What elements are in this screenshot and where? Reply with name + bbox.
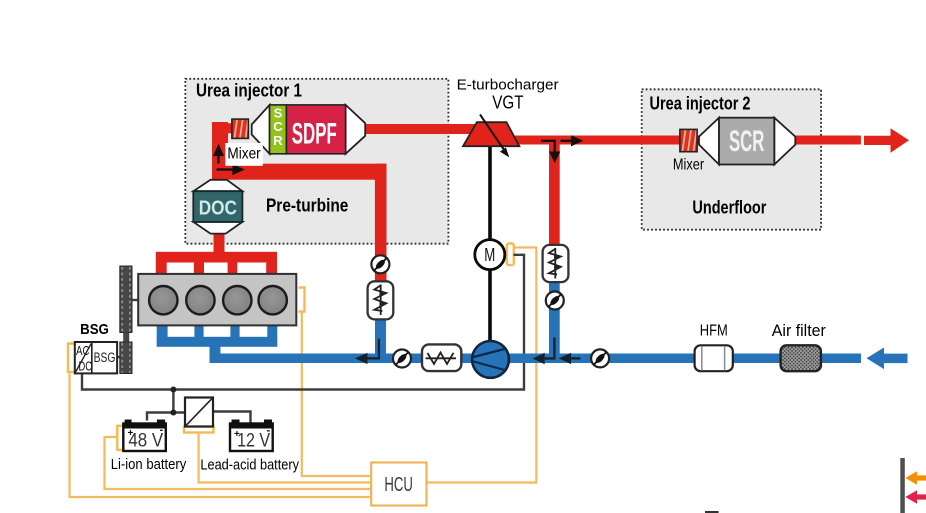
- svg-text:SDPF: SDPF: [292, 118, 337, 151]
- svg-text:HFM: HFM: [700, 323, 728, 340]
- svg-text:+: +: [128, 428, 134, 439]
- svg-text:Lead-acid battery: Lead-acid battery: [200, 457, 299, 474]
- svg-text:E-turbocharger: E-turbocharger: [457, 77, 559, 94]
- svg-text:Pre-turbine: Pre-turbine: [266, 196, 348, 216]
- svg-text:-: -: [267, 425, 271, 437]
- svg-text:M: M: [484, 245, 495, 265]
- svg-text:DC: DC: [79, 359, 93, 374]
- svg-text:-: -: [160, 424, 164, 436]
- svg-text:Underfloor: Underfloor: [692, 198, 766, 218]
- svg-text:BSG: BSG: [94, 350, 116, 365]
- svg-text:C: C: [273, 119, 283, 134]
- svg-text:HCU: HCU: [384, 474, 413, 496]
- svg-text:DOC: DOC: [199, 198, 237, 220]
- svg-text:12 V: 12 V: [237, 431, 270, 452]
- svg-text:R: R: [273, 133, 283, 148]
- svg-text:Li-ion battery: Li-ion battery: [111, 456, 187, 473]
- svg-text:+: +: [234, 429, 240, 440]
- svg-text:48 V: 48 V: [128, 431, 163, 452]
- svg-text:Mixer: Mixer: [227, 146, 261, 163]
- svg-text:SCR: SCR: [729, 125, 765, 158]
- svg-text:S: S: [274, 106, 283, 121]
- svg-text:Air filter: Air filter: [772, 322, 826, 340]
- svg-text:BSG: BSG: [80, 321, 109, 338]
- svg-text:Mixer: Mixer: [673, 157, 705, 174]
- svg-text:Urea injector 2: Urea injector 2: [650, 94, 751, 114]
- svg-text:Urea injector 1: Urea injector 1: [196, 81, 302, 101]
- svg-text:VGT: VGT: [492, 93, 523, 113]
- svg-text:AC: AC: [76, 343, 90, 358]
